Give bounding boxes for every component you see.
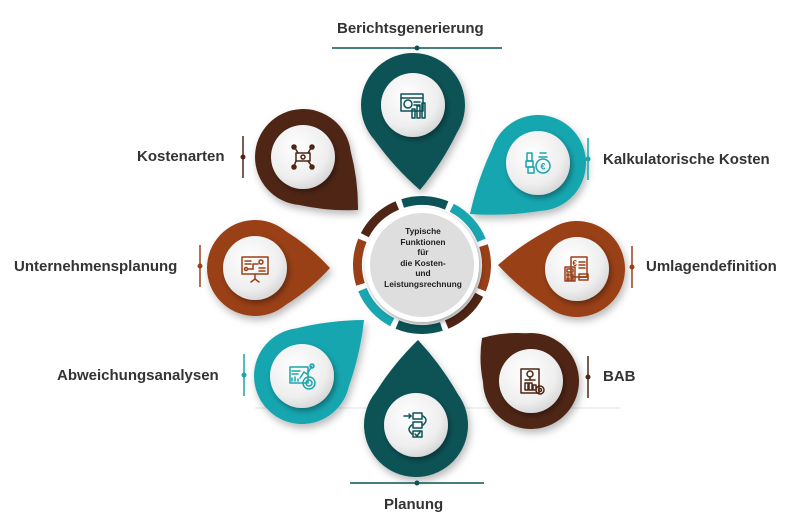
money-bag-euro-icon: € [525, 152, 551, 174]
connector-unternehmensplanung [197, 245, 203, 287]
label-bab: BAB [603, 368, 636, 385]
report-dashboard-icon [400, 93, 426, 119]
button-abweichungsanalysen[interactable] [270, 344, 334, 408]
button-planung[interactable] [384, 393, 448, 457]
label-abweichungsanalysen: Abweichungsanalysen [57, 367, 219, 384]
connector-abweichungsanalysen [241, 354, 247, 396]
center-title: Typische Funktionen für die Kosten- und … [375, 226, 471, 290]
center-line: für [417, 247, 429, 258]
label-kalkulatorische-kosten: Kalkulatorische Kosten [603, 151, 770, 168]
button-berichtsgenerierung[interactable] [381, 73, 445, 137]
ring-segment [477, 244, 491, 292]
presentation-board-icon [241, 256, 269, 283]
connector-kalkulatorische-kosten [585, 138, 591, 180]
button-kalkulatorische-kosten[interactable]: € [506, 131, 570, 195]
connector-planung [350, 480, 484, 486]
ring-segment [358, 287, 395, 327]
connector-umlagendefinition [629, 246, 635, 288]
connector-bab [585, 356, 591, 398]
button-kostenarten[interactable] [271, 125, 335, 189]
ring-segment [353, 238, 367, 286]
svg-text:€: € [573, 259, 578, 268]
ring-segment [449, 203, 486, 243]
label-berichtsgenerierung: Berichtsgenerierung [337, 20, 484, 37]
icon-button[interactable] [381, 73, 445, 137]
center-line: Funktionen [400, 236, 446, 247]
icon-button[interactable] [506, 131, 570, 195]
center-line: die Kosten- [400, 257, 446, 268]
label-unternehmensplanung: Unternehmensplanung [14, 258, 178, 275]
analytics-target-icon [289, 363, 316, 390]
icon-button[interactable] [499, 349, 563, 413]
center-circle [370, 213, 474, 317]
document-gear-icon [520, 368, 545, 395]
icon-button[interactable] [271, 125, 335, 189]
ring-segment [444, 292, 484, 329]
icon-button[interactable] [223, 236, 287, 300]
icon-button[interactable] [545, 237, 609, 301]
ring-segment [360, 201, 400, 238]
connector-berichtsgenerierung [332, 45, 502, 51]
label-kostenarten: Kostenarten [137, 148, 225, 165]
center-line: Leistungsrechnung [384, 278, 462, 289]
center-line: und [415, 268, 431, 279]
button-bab[interactable] [499, 349, 563, 413]
icon-button[interactable] [384, 393, 448, 457]
center-line: Typische [405, 226, 441, 236]
ring-segment [395, 320, 443, 334]
button-unternehmensplanung[interactable] [223, 236, 287, 300]
workflow-checklist-icon [403, 412, 427, 438]
ring-segment [401, 196, 449, 210]
connector-kostenarten [240, 136, 246, 178]
money-network-icon [291, 144, 315, 170]
label-umlagendefinition: Umlagendefinition [646, 258, 777, 275]
calculator-invoice-icon: € [564, 256, 589, 282]
label-planung: Planung [384, 496, 444, 513]
button-umlagendefinition[interactable]: € [545, 237, 609, 301]
svg-text:€: € [541, 162, 546, 172]
